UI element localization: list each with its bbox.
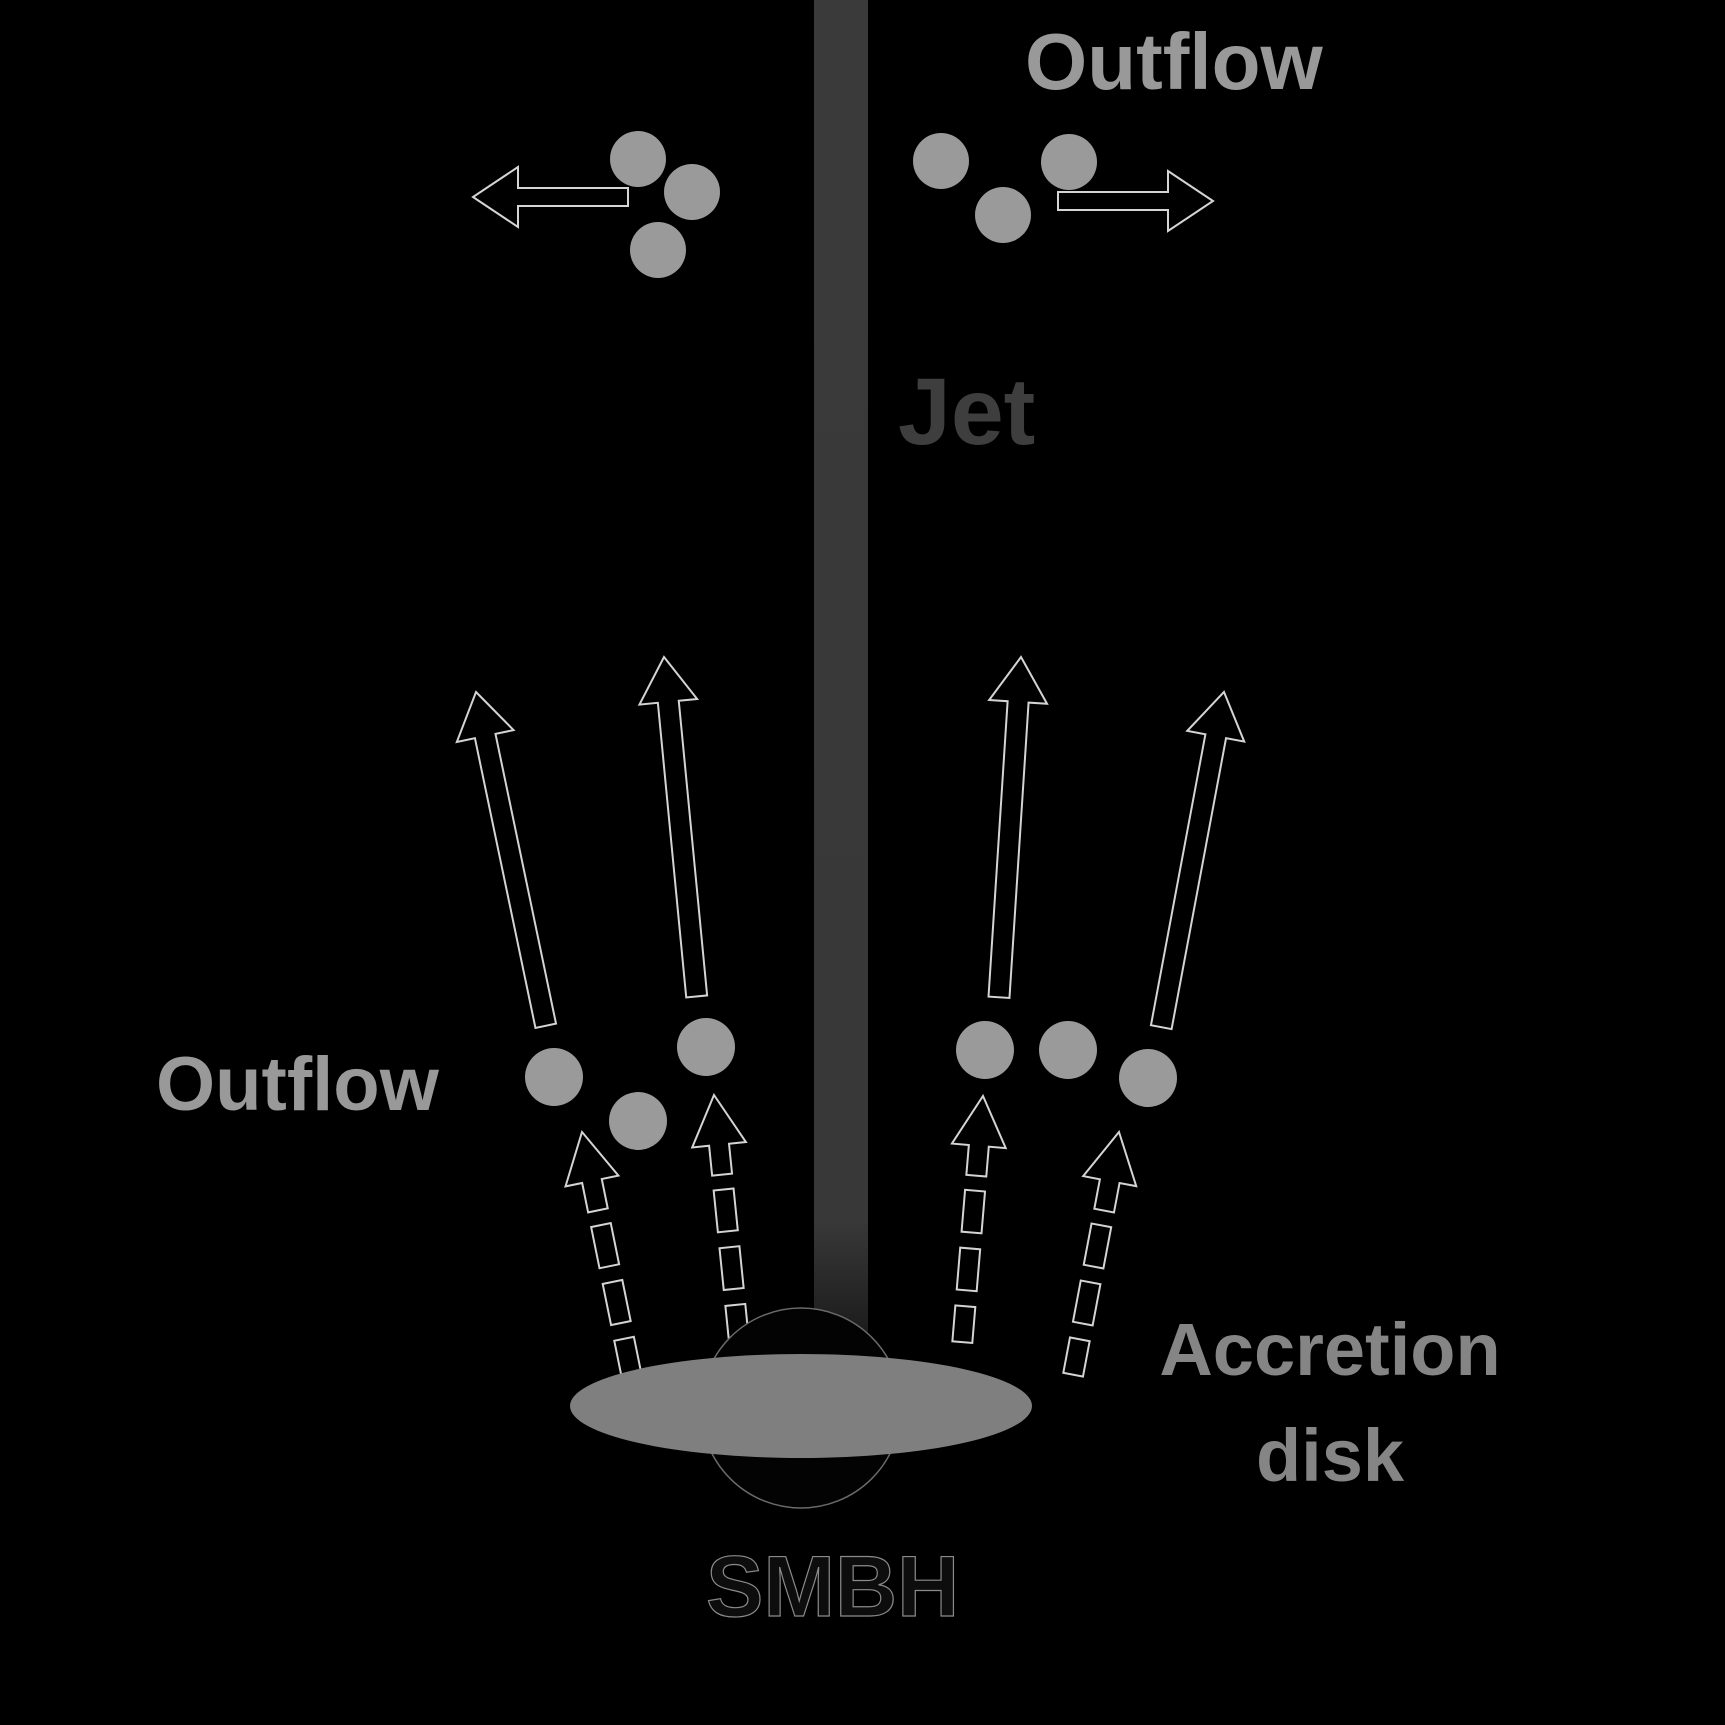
accretion-disk-label-line1: Accretion [1159,1308,1501,1391]
accretion-disk-label: Accretion disk [1130,1297,1530,1509]
outflow-wind-arrow-4 [1149,690,1246,1031]
gas-cloud-particle [664,164,720,220]
outflow-wind-arrow-1 [455,690,558,1030]
gas-cloud-particle [609,1092,667,1150]
jet-beam [814,0,868,1420]
outflow-wind-arrow-2 [637,655,709,999]
gas-cloud-particle [677,1018,735,1076]
disk-wind-dashed-arrow-3 [950,1093,1008,1345]
disk-wind-dashed-arrow-2 [690,1092,751,1343]
gas-cloud-particle [975,187,1031,243]
gas-cloud-particle [956,1021,1014,1079]
outflow-arrow-right [1057,169,1215,233]
disk-wind-dashed-arrow-1 [564,1129,643,1378]
jet-label: Jet [898,359,1036,465]
gas-cloud-particle [913,133,969,189]
outflow-label-left: Outflow [156,1042,439,1127]
gas-cloud-particle [630,222,686,278]
gas-cloud-particle [610,131,666,187]
gas-cloud-particle [1039,1021,1097,1079]
outflow-label-top: Outflow [1025,17,1323,106]
accretion-disk-ellipse [570,1354,1032,1458]
gas-cloud-particle [1041,134,1097,190]
smbh-label: SMBH [705,1539,960,1635]
accretion-disk-label-line2: disk [1255,1413,1405,1497]
disk-wind-dashed-arrow-4 [1062,1129,1138,1378]
outflow-arrow-left [471,165,629,229]
gas-cloud-particle [1119,1049,1177,1107]
gas-cloud-particle [525,1048,583,1106]
outflow-wind-arrow-3 [987,655,1049,1000]
